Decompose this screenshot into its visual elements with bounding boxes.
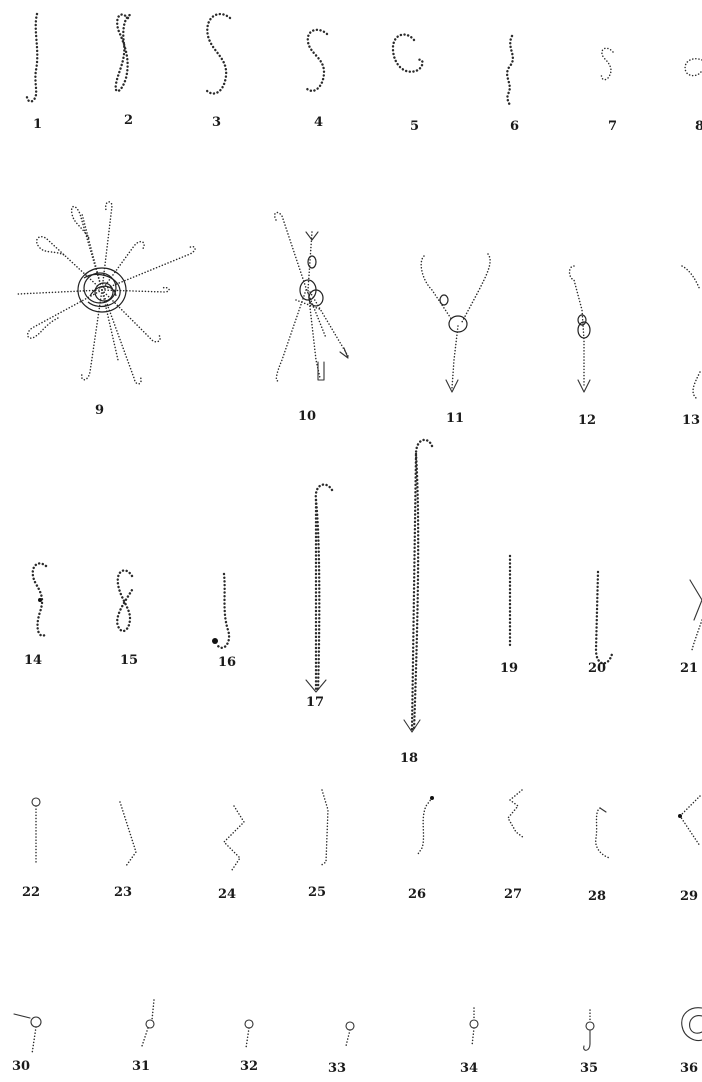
figure-label: 10: [298, 410, 316, 423]
figure-label: 28: [588, 890, 606, 903]
figure-13-drawing: [682, 266, 700, 398]
figure-30-drawing: [14, 1014, 41, 1054]
figure-label: 14: [24, 654, 42, 667]
figure-label: 36: [680, 1062, 698, 1075]
figure-label: 23: [114, 886, 132, 899]
figure-24-drawing: [224, 806, 244, 870]
figure-21-drawing: [690, 580, 702, 650]
figure-32-drawing: [245, 1020, 253, 1048]
figure-14-drawing: [33, 563, 46, 635]
figure-6-drawing: [507, 36, 513, 106]
figure-29-drawing: [678, 796, 700, 846]
figure-label: 4: [314, 116, 323, 129]
figure-label: 16: [218, 656, 236, 669]
figure-label: 35: [580, 1062, 598, 1075]
figure-3-drawing: [206, 14, 230, 93]
figure-27-drawing: [508, 790, 524, 838]
figure-label: 19: [500, 662, 518, 675]
figure-label: 6: [510, 120, 519, 133]
figure-22-drawing: [32, 798, 40, 862]
figure-label: 22: [22, 886, 40, 899]
figure-28-drawing: [596, 808, 610, 858]
figure-33-drawing: [346, 1022, 354, 1046]
figure-label: 1: [33, 118, 42, 131]
figure-label: 26: [408, 888, 426, 901]
figure-31-drawing: [142, 1000, 154, 1046]
figure-16-drawing: [212, 574, 229, 648]
figure-11-drawing: [421, 254, 490, 392]
figure-7-drawing: [601, 48, 613, 79]
figure-9-drawing: [18, 202, 195, 384]
figure-23-drawing: [120, 802, 136, 866]
figure-label: 7: [608, 120, 617, 133]
figure-label: 2: [124, 114, 133, 127]
figure-18-drawing: [404, 440, 432, 732]
figure-2-drawing: [116, 14, 132, 91]
figure-label: 30: [12, 1060, 30, 1073]
figure-17-drawing: [306, 485, 332, 692]
figure-label: 8: [695, 120, 702, 133]
figure-label: 20: [588, 662, 606, 675]
figure-label: 9: [95, 404, 104, 417]
figure-5-drawing: [393, 35, 423, 72]
figure-label: 24: [218, 888, 236, 901]
figure-label: 3: [212, 116, 221, 129]
figure-label: 34: [460, 1062, 478, 1075]
figure-label: 27: [504, 888, 522, 901]
figure-label: 11: [446, 412, 464, 425]
figure-label: 12: [578, 414, 596, 427]
figure-12-drawing: [570, 266, 591, 392]
figure-26-drawing: [418, 796, 434, 854]
figure-35-drawing: [584, 1010, 594, 1050]
figure-label: 31: [132, 1060, 150, 1073]
figure-36-drawing: [682, 1008, 702, 1041]
figure-20-drawing: [596, 572, 612, 663]
figure-label: 5: [410, 120, 419, 133]
figure-label: 29: [680, 890, 698, 903]
figure-label: 33: [328, 1062, 346, 1075]
figure-15-drawing: [117, 570, 132, 631]
figure-label: 15: [120, 654, 138, 667]
figure-1-drawing: [27, 14, 37, 101]
figure-10-drawing: [275, 213, 348, 381]
figure-8-drawing: [685, 59, 702, 76]
figure-label: 21: [680, 662, 698, 675]
figure-label: 32: [240, 1060, 258, 1073]
figure-4-drawing: [306, 30, 327, 91]
figure-label: 17: [306, 696, 324, 709]
figure-label: 25: [308, 886, 326, 899]
figure-label: 18: [400, 752, 418, 765]
figure-label: 13: [682, 414, 700, 427]
figure-34-drawing: [470, 1008, 478, 1046]
figure-25-drawing: [320, 790, 328, 866]
